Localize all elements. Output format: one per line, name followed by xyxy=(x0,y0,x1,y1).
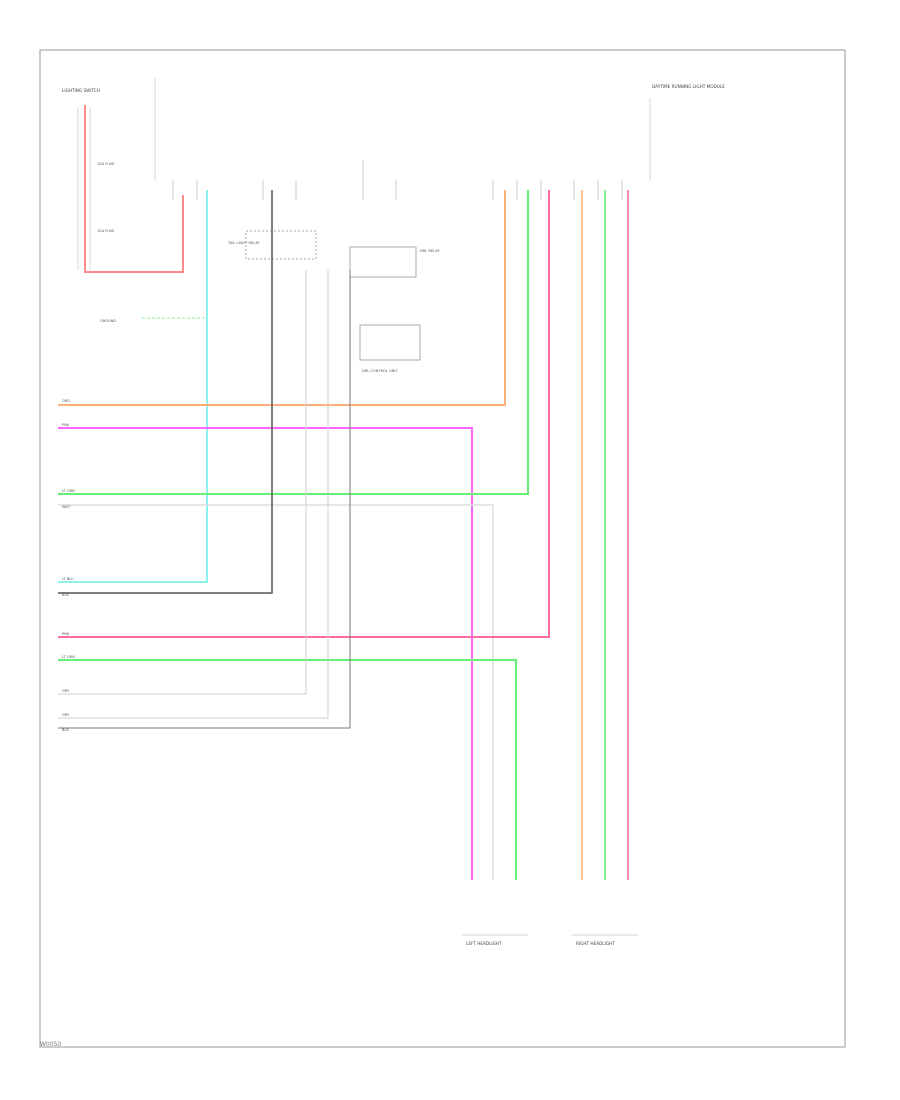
orange-wire xyxy=(58,190,506,406)
white-wire xyxy=(58,504,494,880)
label-black: BLK xyxy=(62,593,69,597)
label-green: LT GRN xyxy=(62,489,75,493)
relay-b-label: DRL RELAY xyxy=(420,249,440,253)
drl-module-label: DAYTIME RUNNING LIGHT MODULE xyxy=(652,84,725,89)
label-gray-2: GRY xyxy=(62,713,70,717)
diagram-border xyxy=(39,49,846,1048)
label-pink: PNK xyxy=(62,632,70,636)
drl-relay: DRL RELAY xyxy=(349,246,440,278)
ground-note-label: GROUND xyxy=(100,319,116,323)
fuse-1-label: 10A FUSE xyxy=(97,162,115,166)
fuse-2-label: 10A FUSE xyxy=(97,229,115,233)
label-magenta: PNK xyxy=(62,423,70,427)
figure-code: W0050 xyxy=(40,1041,62,1048)
label-green-2: LT GRN xyxy=(62,655,75,659)
label-gray-1: GRY xyxy=(62,689,70,693)
left-headlight: LEFT HEADLIGHT xyxy=(462,934,528,946)
gray-wire-1 xyxy=(58,270,307,695)
left-headlight-label: LEFT HEADLIGHT xyxy=(466,941,502,946)
lighting-switch-label: LIGHTING SWITCH xyxy=(62,88,100,93)
label-orange: ORG xyxy=(62,399,70,403)
green-wire-2 xyxy=(58,659,517,880)
control-unit-label: DRL CONTROL UNIT xyxy=(362,369,398,373)
gray-wire-2 xyxy=(58,270,329,719)
relay-a-label: TAIL LIGHT RELAY xyxy=(227,241,260,245)
wire-labels: ORG PNK LT GRN WHT LT BLU BLK PNK LT GRN… xyxy=(62,399,75,732)
lighting-switch: LIGHTING SWITCH 10A FUSE 10A FUSE xyxy=(62,78,156,270)
magenta-wire xyxy=(58,427,473,880)
drl-control-unit: DRL CONTROL UNIT xyxy=(359,324,421,373)
cyan-wire xyxy=(58,190,208,583)
black-wire-2 xyxy=(58,270,351,729)
right-headlight: RIGHT HEADLIGHT xyxy=(572,934,638,946)
red-wire xyxy=(84,105,184,273)
black-wire xyxy=(58,190,273,594)
top-connectors xyxy=(172,160,623,200)
pink-wire xyxy=(58,190,550,638)
label-black-2: BLK xyxy=(62,728,69,732)
ground-note: GROUND xyxy=(100,317,205,323)
label-cyan: LT BLU xyxy=(62,577,74,581)
label-white: WHT xyxy=(62,505,71,509)
tail-light-relay: TAIL LIGHT RELAY xyxy=(227,230,317,260)
right-headlight-label: RIGHT HEADLIGHT xyxy=(576,941,615,946)
green-wire xyxy=(58,190,529,495)
drl-module: DAYTIME RUNNING LIGHT MODULE xyxy=(649,84,725,180)
